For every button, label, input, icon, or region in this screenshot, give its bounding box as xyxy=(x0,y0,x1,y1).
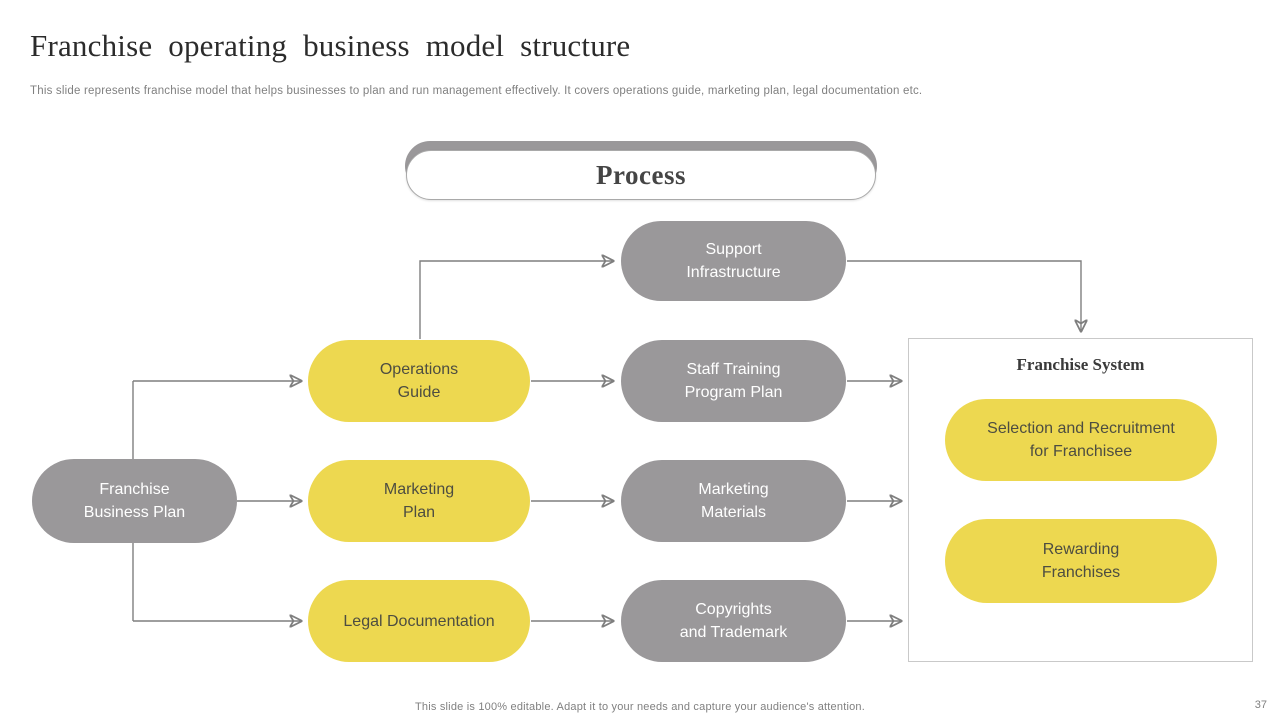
node-marketing-plan: Marketing Plan xyxy=(308,460,530,542)
slide-footer-note: This slide is 100% editable. Adapt it to… xyxy=(415,701,865,713)
process-banner: Process xyxy=(405,141,877,200)
node-label: Operations Guide xyxy=(379,361,459,401)
node-label: Franchise Business Plan xyxy=(83,481,186,521)
node-marketing-materials: Marketing Materials xyxy=(621,460,846,542)
node-label: Marketing Plan xyxy=(383,481,455,521)
page-number: 37 xyxy=(1254,699,1267,711)
node-operations-guide: Operations Guide xyxy=(308,340,530,422)
connector-operations-to-support xyxy=(419,261,613,339)
node-copyrights-and-trademark: Copyrights and Trademark xyxy=(621,580,846,662)
slide-subtitle: This slide represents franchise model th… xyxy=(30,85,923,97)
node-support-infrastructure: Support Infrastructure xyxy=(621,221,846,301)
franchise-system-title: Franchise System xyxy=(1016,355,1145,374)
node-label: Rewarding Franchises xyxy=(1041,541,1121,581)
node-label: Staff Training Program Plan xyxy=(684,361,783,401)
node-label: Legal Documentation xyxy=(343,612,495,630)
connector-support-to-franchise-system xyxy=(847,260,1081,331)
franchise-system-box: Franchise System Selection and Recruitme… xyxy=(908,338,1253,662)
process-banner-label: Process xyxy=(596,159,686,190)
node-label: Copyrights and Trademark xyxy=(679,601,788,641)
node-label: Selection and Recruitment for Franchisee xyxy=(987,420,1175,460)
node-label: Support Infrastructure xyxy=(686,241,781,281)
process-banner-body: Process xyxy=(406,150,876,200)
node-rewarding-franchises: Rewarding Franchises xyxy=(945,519,1217,603)
slide-title: Franchise operating business model struc… xyxy=(30,28,631,63)
node-legal-documentation: Legal Documentation xyxy=(308,580,530,662)
node-label: Marketing Materials xyxy=(698,481,769,521)
node-staff-training-program-plan: Staff Training Program Plan xyxy=(621,340,846,422)
node-selection-and-recruitment: Selection and Recruitment for Franchisee xyxy=(945,399,1217,481)
node-franchise-business-plan: Franchise Business Plan xyxy=(32,459,237,543)
